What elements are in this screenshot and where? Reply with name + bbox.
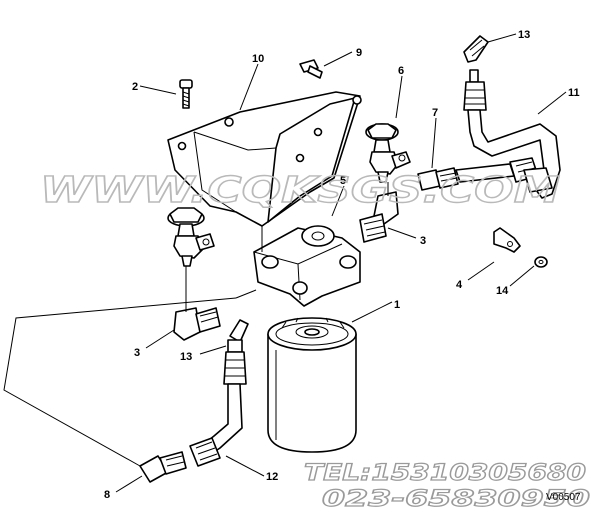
contact-phone: 023-65830950: [322, 487, 590, 512]
callout-3-left: 3: [134, 347, 140, 359]
callout-10: 10: [252, 53, 264, 65]
part-11-fuel-line: [455, 69, 561, 199]
callout-14: 14: [496, 285, 509, 297]
callout-9: 9: [356, 47, 362, 59]
callout-2: 2: [132, 81, 138, 93]
part-10-bracket: [167, 91, 362, 227]
part-3-elbow-left: [173, 307, 221, 341]
callouts: 2 10 9 6 7 13 11 5 3 4 14 1 3 13 12 8: [104, 29, 580, 501]
figure-code: V00507: [546, 492, 581, 503]
part-6-valve: [365, 123, 411, 183]
part-9-screw: [299, 59, 323, 79]
callout-13-lower: 13: [180, 351, 192, 363]
part-1-fuel-filter: [267, 317, 357, 453]
part-4-clamp: [493, 227, 521, 253]
callout-6: 6: [398, 65, 404, 77]
part-12-fuel-line: [189, 351, 247, 467]
callout-7: 7: [432, 107, 438, 119]
left-shutoff-valve: [167, 207, 215, 267]
assembly-lines: [3, 182, 389, 467]
part-14-washer: [534, 256, 548, 268]
part-13-elbow-top: [463, 35, 489, 63]
part-8-elbow: [139, 451, 187, 483]
callout-13-top: 13: [518, 29, 530, 41]
callout-5: 5: [340, 175, 346, 187]
callout-1: 1: [394, 299, 400, 311]
contact-tel: TEL:15310305680: [304, 461, 586, 486]
callout-12: 12: [266, 471, 278, 483]
watermark-text: WWW.CQKSGS.COM: [40, 170, 560, 211]
filter-head: [253, 225, 361, 307]
part-13-elbow-lower: [227, 319, 249, 353]
part-5-elbow: [359, 191, 399, 243]
callout-8: 8: [104, 489, 110, 501]
part-2-screw: [179, 79, 193, 109]
part-7-fitting: [417, 167, 459, 191]
callout-4: 4: [456, 279, 463, 291]
callout-11: 11: [568, 87, 580, 99]
callout-3-right: 3: [420, 235, 426, 247]
